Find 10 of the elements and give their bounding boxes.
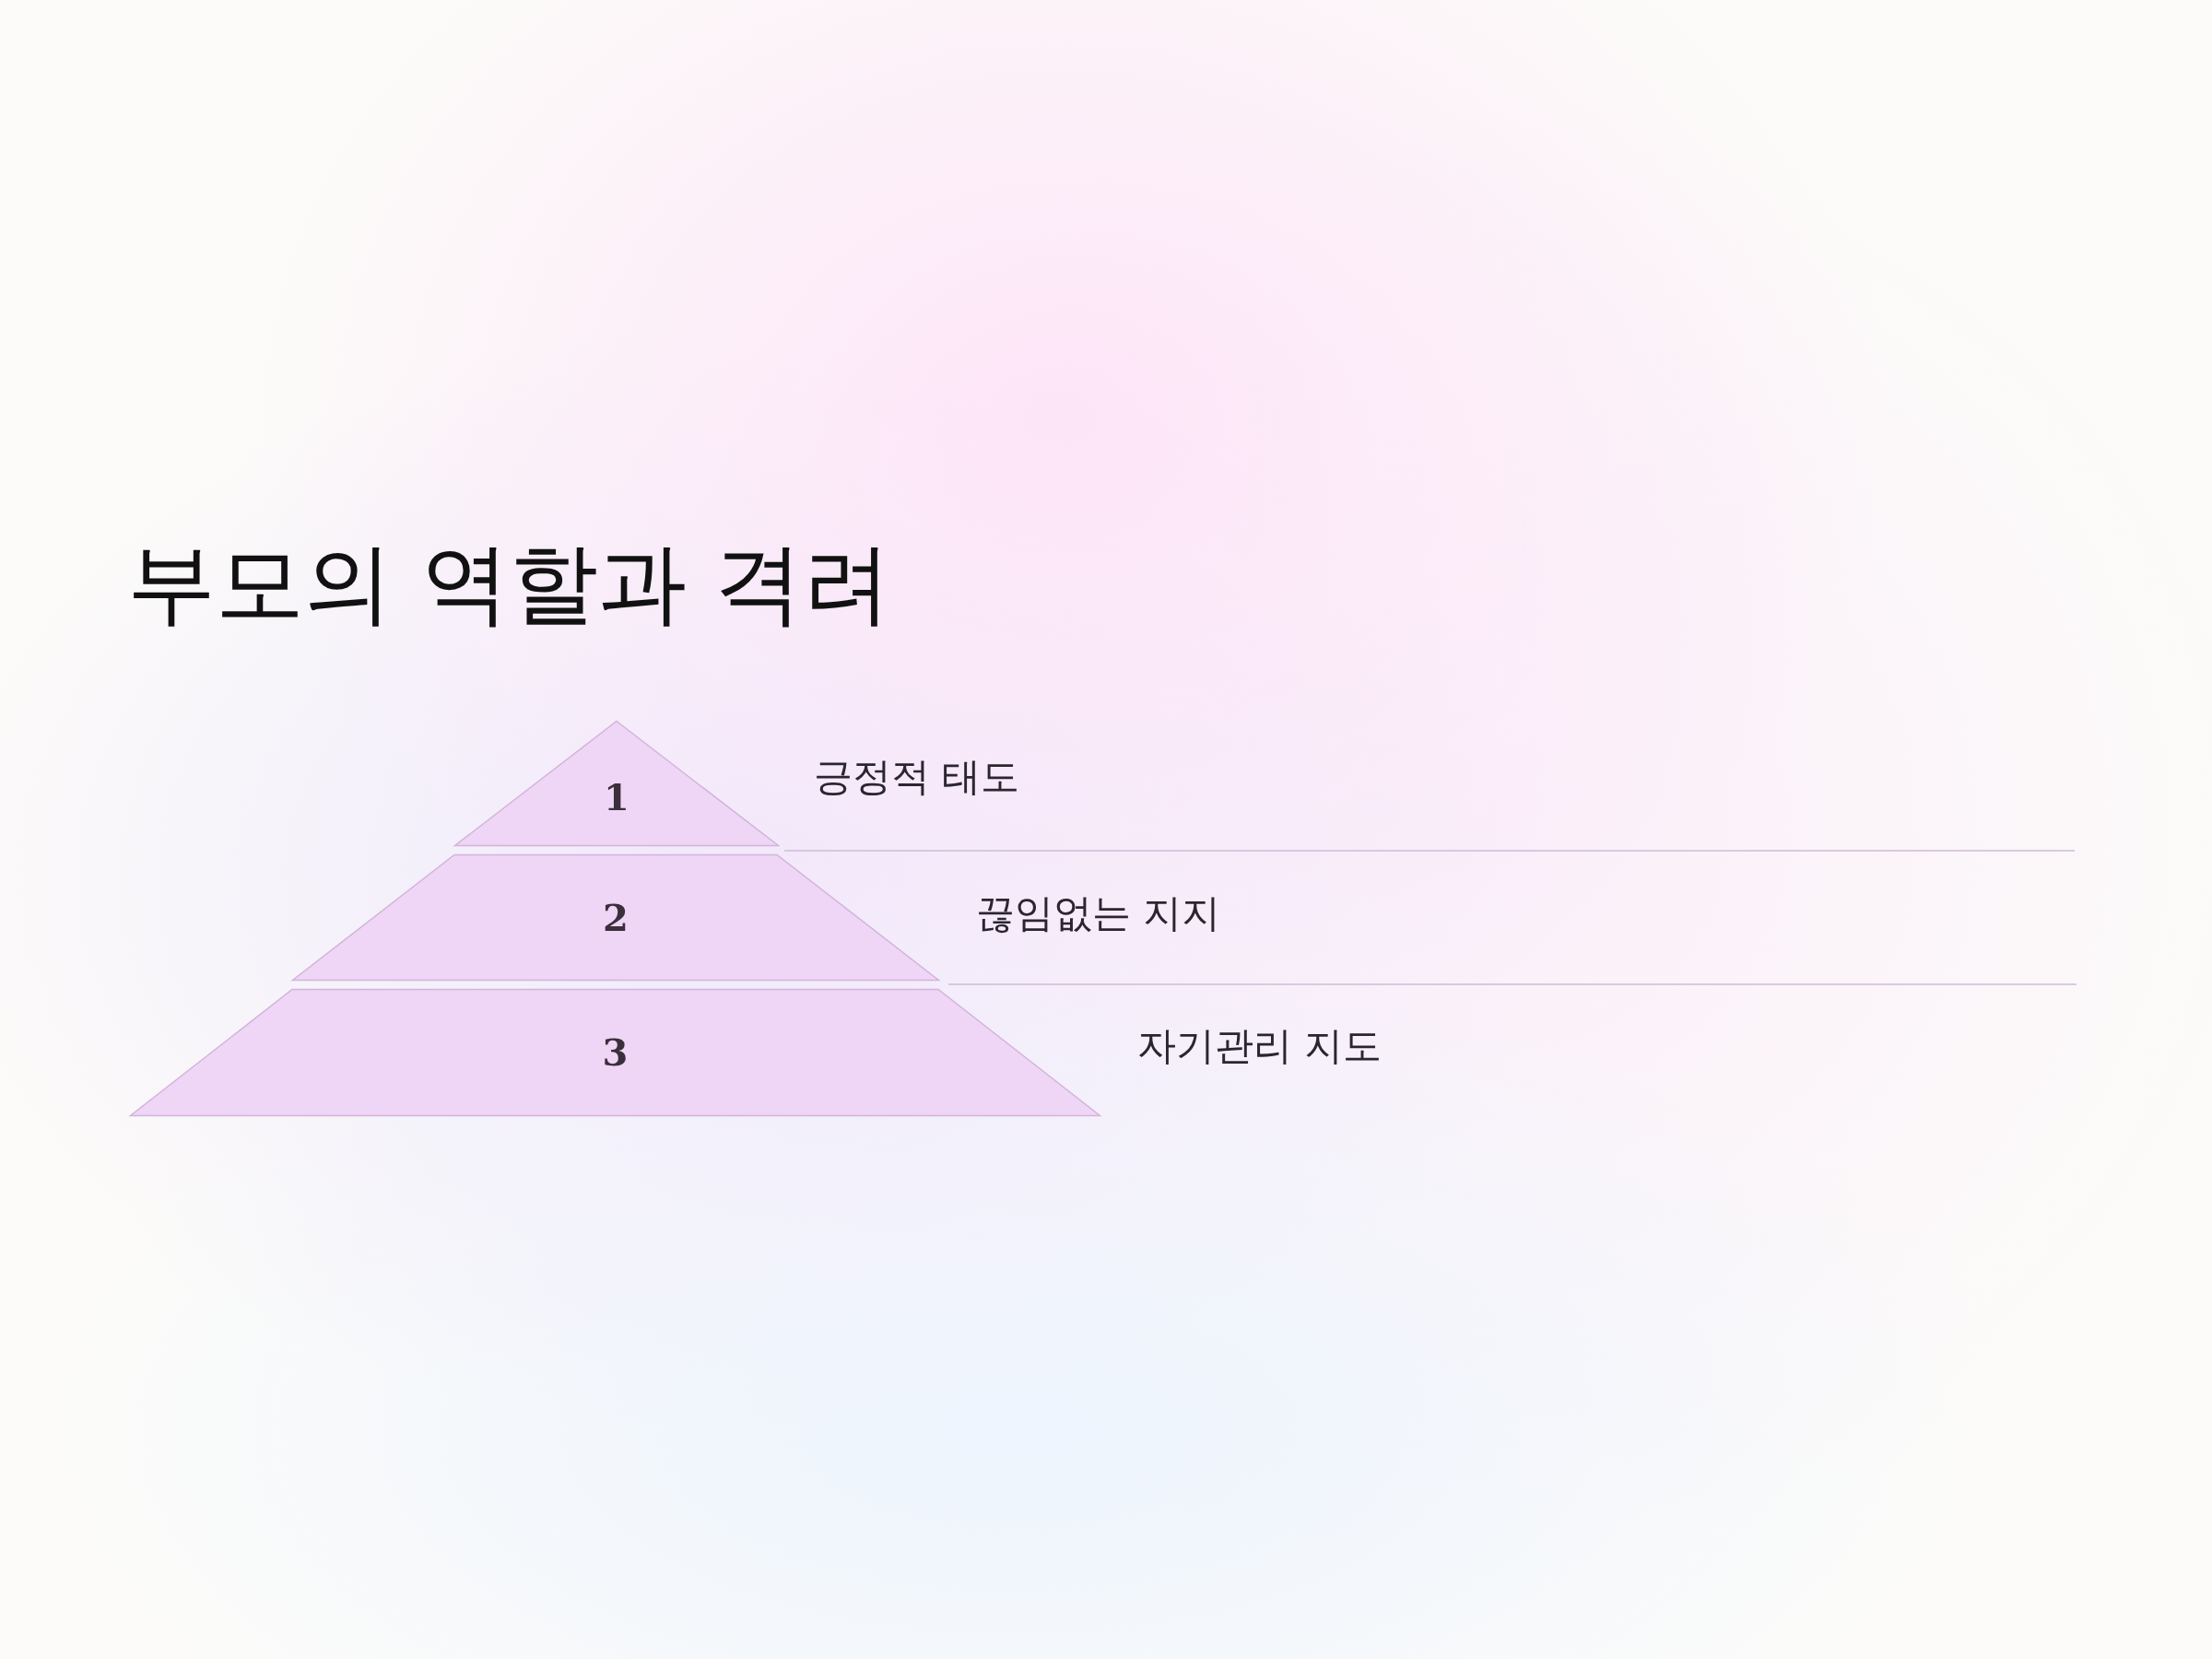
pyramid-tier: [130, 989, 1100, 1116]
pyramid-tier: [292, 854, 939, 981]
pyramid-tier: [454, 721, 779, 846]
tier-number: 1: [604, 778, 629, 816]
tier-caption: 자기관리 지도: [1137, 1023, 1382, 1070]
tier-caption: 긍정적 태도: [814, 754, 1020, 801]
tier-number: 3: [602, 1034, 629, 1071]
tier-number: 2: [603, 899, 629, 936]
slide-title: 부모의 역할과 격려: [127, 533, 892, 635]
tier-caption: 끊임없는 지지: [976, 890, 1221, 937]
